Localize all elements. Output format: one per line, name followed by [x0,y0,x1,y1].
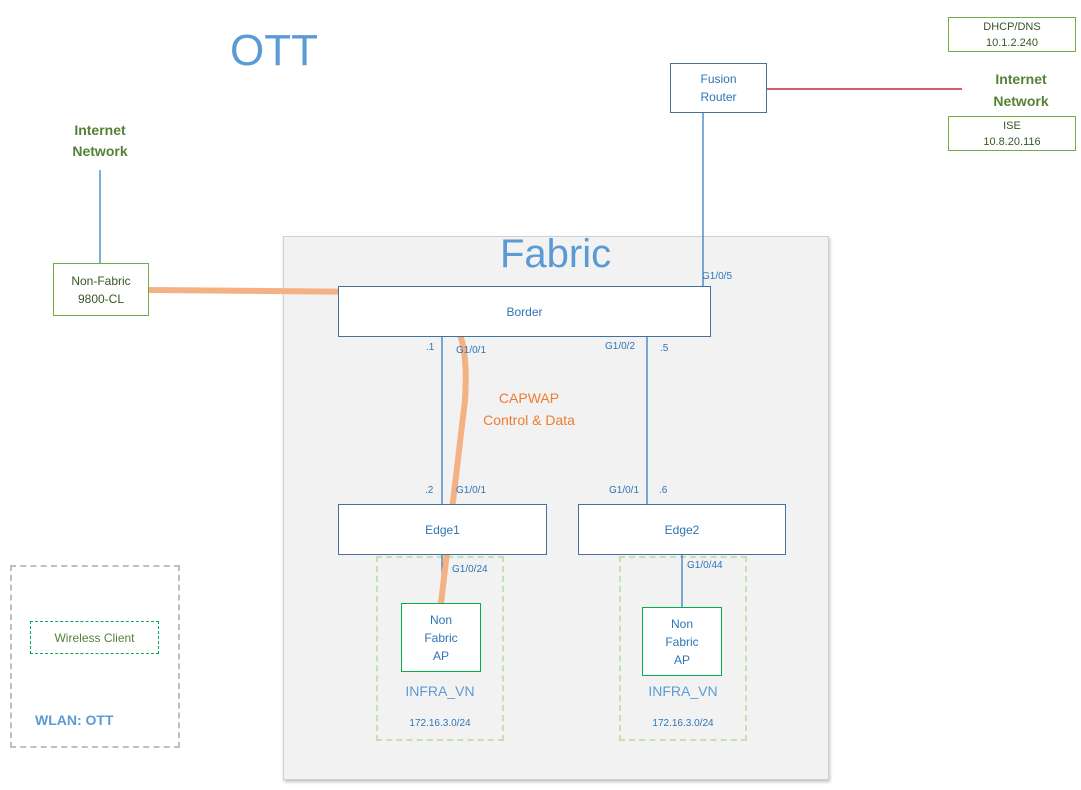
capwap-line1: CAPWAP [498,390,560,406]
internet-left-line1: Internet [74,122,126,138]
internet-left-line2: Network [72,143,128,159]
ap1-line3: AP [432,648,449,663]
fusion-router[interactable]: Fusion Router [670,63,767,113]
ap2-line1: Non [670,616,693,631]
border-label: Border [506,304,543,319]
wlc-line1: Non-Fabric [71,273,131,288]
border-right-ip: .5 [660,343,669,354]
dhcp-dns-server[interactable]: DHCP/DNS 10.1.2.240 [948,17,1076,52]
wireless-controller[interactable]: Non-Fabric 9800-CL [53,263,149,316]
dhcp-dns-ip: 10.1.2.240 [986,36,1038,49]
border-right-port: G1/0/2 [605,341,636,352]
internet-right-line1: Internet [995,71,1047,87]
ap1-line1: Non [429,612,452,627]
page-title: OTT [230,26,318,75]
wlan-region [10,565,180,748]
edge1-port: G1/0/1 [456,485,487,496]
internet-left-label: Internet Network [55,120,145,162]
fusion-router-line1: Fusion [700,72,737,86]
ise-label: ISE [1003,119,1021,132]
ise-server[interactable]: ISE 10.8.20.116 [948,116,1076,151]
vn1-subnet: 172.16.3.0/24 [409,718,471,729]
border-uplink-port: G1/0/5 [702,271,733,282]
internet-right-line2: Network [993,93,1049,109]
edge2-label: Edge2 [664,522,700,537]
edge2-ip: .6 [659,485,668,496]
fabric-title: Fabric [500,232,612,276]
wlan-label: WLAN: OTT [35,712,114,728]
fusion-router-line2: Router [700,90,737,104]
edge2-ap-port: G1/0/44 [687,560,723,571]
vn2-region [619,556,747,741]
wireless-client[interactable]: Wireless Client [30,621,159,654]
access-point-1[interactable]: Non Fabric AP [401,603,481,672]
ap2-line2: Fabric [665,634,699,649]
edge1-node[interactable]: Edge1 [338,504,547,555]
vn1-name: INFRA_VN [405,683,475,699]
vn1-region [376,556,504,741]
edge1-ap-port: G1/0/24 [452,564,488,575]
vn2-subnet: 172.16.3.0/24 [652,718,714,729]
edge1-label: Edge1 [425,522,460,537]
dhcp-dns-label: DHCP/DNS [983,20,1041,33]
wireless-client-label: Wireless Client [54,630,135,645]
edge2-node[interactable]: Edge2 [578,504,786,555]
ise-ip: 10.8.20.116 [983,135,1041,148]
vn2-name: INFRA_VN [648,683,718,699]
wlc-line2: 9800-CL [77,291,125,306]
edge2-port: G1/0/1 [609,485,640,496]
ap1-line2: Fabric [424,630,458,645]
capwap-label: CAPWAP Control & Data [460,387,598,431]
internet-right-label: Internet Network [976,68,1066,112]
border-left-ip: .1 [426,342,435,353]
edge1-ip: .2 [425,485,434,496]
capwap-line2: Control & Data [483,412,575,428]
ap2-line3: AP [673,652,690,667]
border-node[interactable]: Border [338,286,711,337]
border-left-port: G1/0/1 [456,345,487,356]
access-point-2[interactable]: Non Fabric AP [642,607,722,676]
